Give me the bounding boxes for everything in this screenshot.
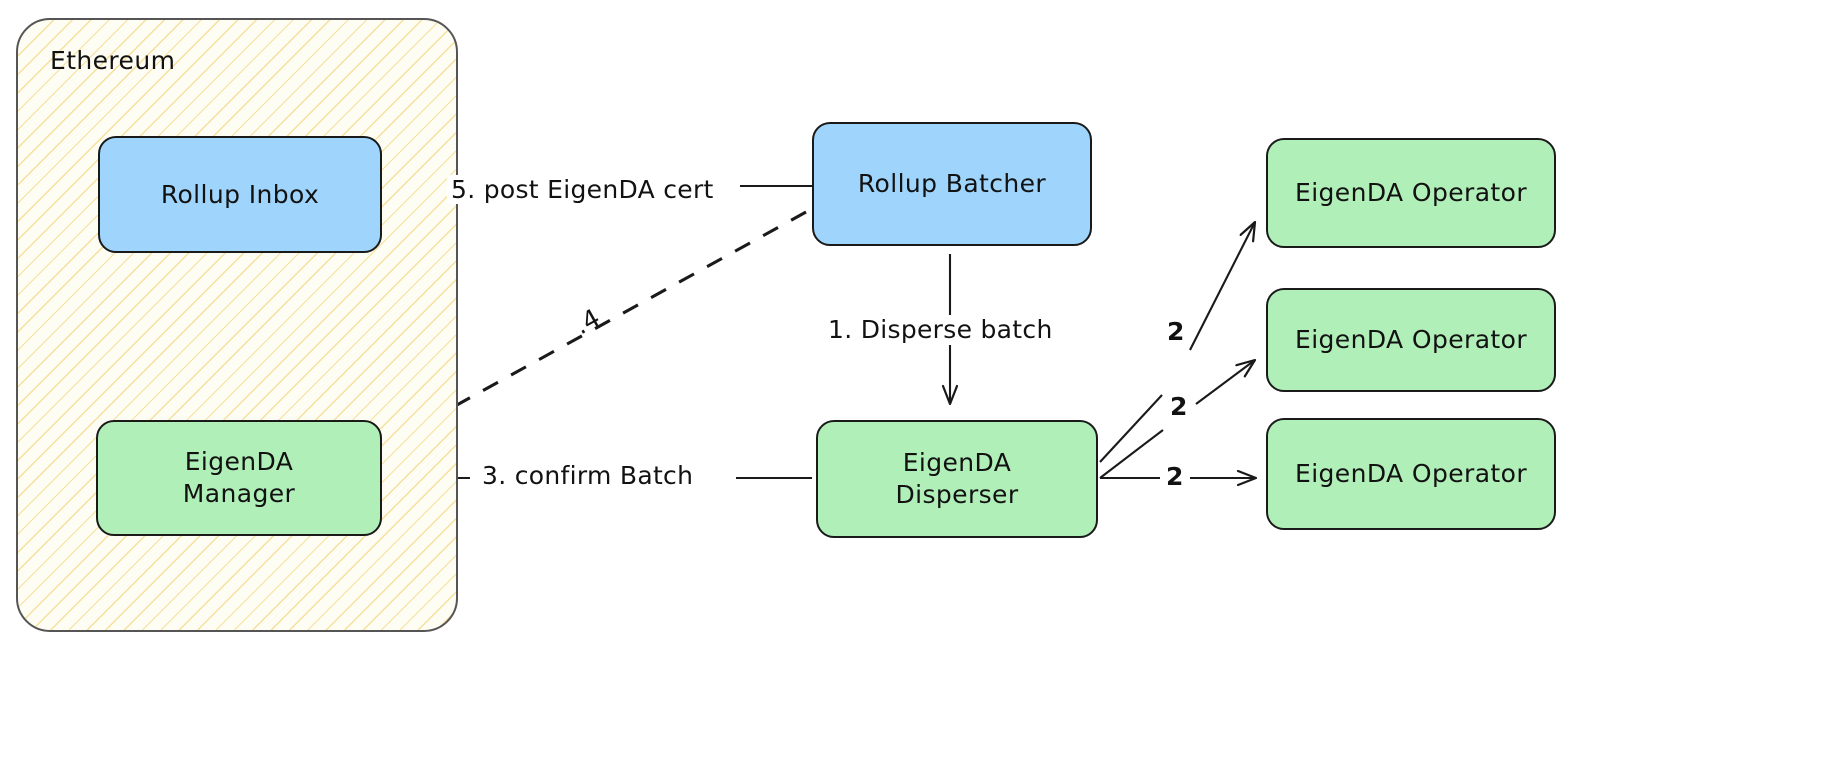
edge-2-operator-2 (1099, 360, 1255, 479)
node-rollup-batcher-label: Rollup Batcher (857, 169, 1047, 198)
group-ethereum-label: Ethereum (50, 46, 176, 75)
edge-label-5: 5. post EigenDA cert (447, 175, 718, 204)
node-eigenda-operator-3-label: EigenDA Operator (1295, 459, 1527, 488)
edge-label-1: 1. Disperse batch (824, 315, 1057, 344)
node-eigenda-operator-2-label: EigenDA Operator (1295, 325, 1527, 354)
edge-2-operator-1 (1099, 222, 1255, 463)
node-rollup-inbox-label: Rollup Inbox (160, 179, 320, 209)
edge-label-3: 3. confirm Batch (478, 461, 698, 490)
node-rollup-inbox[interactable]: Rollup Inbox (98, 136, 382, 253)
node-eigenda-operator-1[interactable]: EigenDA Operator (1266, 138, 1556, 248)
node-rollup-batcher[interactable]: Rollup Batcher (812, 122, 1092, 246)
edge-label-2a: 2 (1163, 317, 1189, 346)
node-eigenda-operator-3[interactable]: EigenDA Operator (1266, 418, 1556, 530)
group-ethereum (16, 18, 458, 632)
edge-label-2c: 2 (1162, 462, 1188, 491)
node-eigenda-operator-1-label: EigenDA Operator (1295, 178, 1527, 207)
edge-label-2b: 2 (1166, 392, 1192, 421)
node-eigenda-operator-2[interactable]: EigenDA Operator (1266, 288, 1556, 392)
edge-4-dashed (408, 210, 807, 432)
